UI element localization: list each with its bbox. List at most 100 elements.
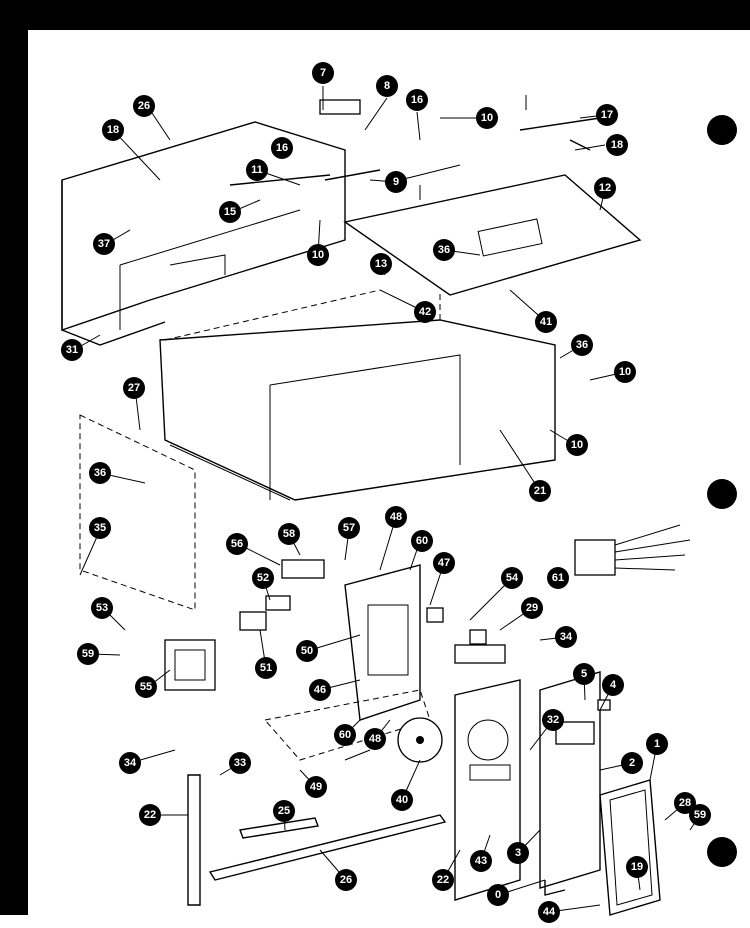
svg-text:28: 28 [679,797,691,809]
svg-text:44: 44 [543,906,556,918]
callout-52: 52 [252,567,274,589]
svg-text:26: 26 [138,100,150,112]
scan-border-bottom [0,915,750,928]
svg-text:8: 8 [384,80,390,92]
callout-21: 21 [529,480,551,502]
callout-25: 25 [273,800,295,822]
callout-10: 10 [476,107,498,129]
svg-text:33: 33 [234,757,246,769]
svg-text:52: 52 [257,572,269,584]
callout-40: 40 [391,789,413,811]
callout-19: 19 [626,856,648,878]
svg-text:35: 35 [94,522,106,534]
svg-text:34: 34 [124,757,137,769]
callout-34: 34 [555,626,577,648]
svg-text:34: 34 [560,631,573,643]
callout-46: 46 [309,679,331,701]
door-frame [599,779,661,916]
binder-hole-top [707,115,737,145]
small-parts [169,99,611,896]
svg-text:32: 32 [547,714,559,726]
callout-8: 8 [376,75,398,97]
callout-22: 22 [139,804,161,826]
callout-53: 53 [91,597,113,619]
callout-47: 47 [433,552,455,574]
svg-text:47: 47 [438,557,450,569]
callout-2: 2 [621,752,643,774]
svg-text:13: 13 [375,258,387,270]
rails [187,774,447,906]
callout-61: 61 [547,567,569,589]
callout-36: 36 [571,334,593,356]
fan-blade [397,717,443,763]
callout-7: 7 [312,62,334,84]
svg-text:9: 9 [393,176,399,188]
callout-22: 22 [432,869,454,891]
callout-1: 1 [646,733,668,755]
callout-10: 10 [307,244,329,266]
callout-0: 0 [487,884,509,906]
callout-58: 58 [278,523,300,545]
transformer [164,639,216,691]
callout-3: 3 [507,842,529,864]
callout-15: 15 [219,201,241,223]
callout-9: 9 [385,171,407,193]
svg-text:31: 31 [66,344,78,356]
svg-text:21: 21 [534,485,546,497]
callout-27: 27 [123,377,145,399]
svg-text:17: 17 [601,109,613,121]
callout-16: 16 [271,137,293,159]
callout-17: 17 [596,104,618,126]
inner-cavity [159,289,556,501]
callout-13: 13 [370,253,392,275]
svg-text:61: 61 [552,572,564,584]
svg-text:53: 53 [96,602,108,614]
svg-text:56: 56 [231,538,243,550]
callout-41: 41 [535,311,557,333]
callout-28: 28 [674,792,696,814]
callout-5: 5 [573,663,595,685]
svg-text:10: 10 [312,249,324,261]
svg-text:4: 4 [610,679,617,691]
callout-43: 43 [470,850,492,872]
callout-31: 31 [61,339,83,361]
callout-49: 49 [305,776,327,798]
callout-48: 48 [364,728,386,750]
svg-text:19: 19 [631,861,643,873]
svg-text:58: 58 [283,528,295,540]
callout-10: 10 [566,434,588,456]
top-plate [343,164,642,296]
svg-text:59: 59 [694,809,706,821]
callout-50: 50 [296,640,318,662]
callout-35: 35 [89,517,111,539]
svg-text:48: 48 [390,511,402,523]
svg-text:25: 25 [278,805,290,817]
svg-text:36: 36 [576,339,588,351]
svg-text:7: 7 [320,67,326,79]
svg-text:55: 55 [140,681,152,693]
callout-59: 59 [77,643,99,665]
wiring-connector [574,524,691,576]
callout-10: 10 [614,361,636,383]
leader-lines [73,86,701,913]
callout-34: 34 [119,752,141,774]
callout-33: 33 [229,752,251,774]
callout-36: 36 [89,462,111,484]
svg-text:10: 10 [619,366,631,378]
svg-text:51: 51 [260,662,272,674]
callout-44: 44 [538,901,560,923]
svg-text:40: 40 [396,794,408,806]
svg-text:49: 49 [310,781,322,793]
scan-border-top [0,0,750,30]
svg-text:10: 10 [481,112,493,124]
callout-37: 37 [93,233,115,255]
svg-text:59: 59 [82,648,94,660]
callout-26: 26 [335,869,357,891]
callout-18: 18 [102,119,124,141]
svg-text:15: 15 [224,206,236,218]
svg-text:5: 5 [581,668,587,680]
callout-60: 60 [334,724,356,746]
svg-text:54: 54 [506,572,519,584]
